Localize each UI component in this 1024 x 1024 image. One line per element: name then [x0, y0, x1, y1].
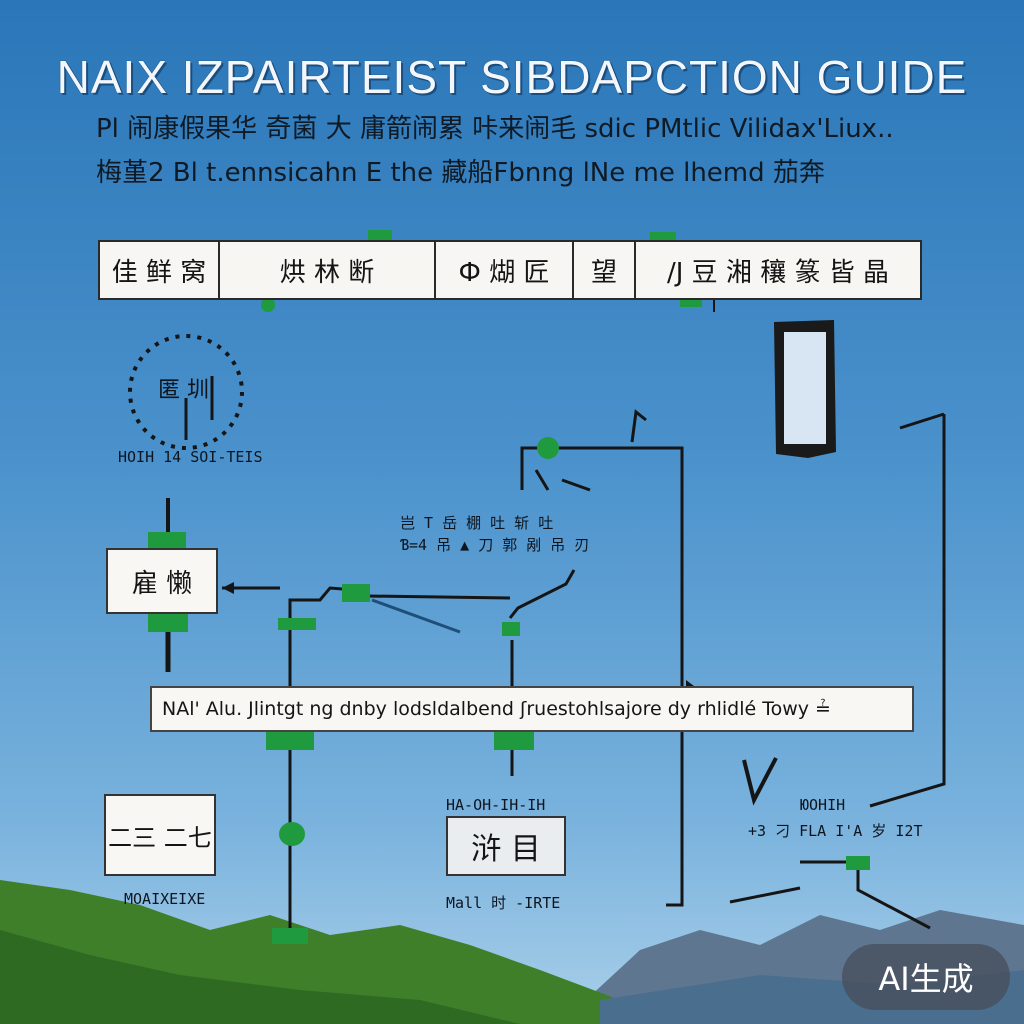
ring-caption: HOIH 14 SOI-TEIS [118, 448, 263, 466]
bottom-mid-box: 浒 目 [446, 816, 566, 876]
ring-glyph: 匿 圳 [158, 378, 209, 403]
subtitle-line-1: Pl 闹康假果华 奇菌 大 庸箭闹累 咔来闹毛 sdic PMtlic Vili… [96, 114, 894, 144]
green-node-icon [537, 437, 559, 459]
header-bar: 佳 鲜 窝 烘 林 断 Ф 煳 匠 望 /J 豆 湘 穰 篆 皆 晶 [98, 240, 922, 300]
left-node-box: 雇 懒 [106, 548, 218, 614]
header-cell: 佳 鲜 窝 [100, 242, 220, 298]
bottom-left-box: 二三 二七 [104, 794, 216, 876]
header-cell: 烘 林 断 [220, 242, 436, 298]
green-node-icon [261, 298, 275, 312]
poster-title: NAIX IZPAIRTEIST SIBDAPCTION GUIDE [56, 51, 968, 103]
note-bar: NAl' Alu. Jlintgt ng dnby lodsldalbend ʃ… [150, 686, 914, 732]
bottom-right-line: +3 刁 FLA I'A 岁 I2T [748, 822, 923, 840]
ai-generated-badge: AI生成 [842, 944, 1010, 1010]
green-node-icon [650, 232, 676, 242]
circular-ring-icon [128, 334, 244, 450]
green-node-icon [680, 297, 702, 307]
header-cell: 望 [574, 242, 636, 298]
mid-label-1: 岂 Т 岳 棚 吐 斩 吐 [400, 514, 554, 532]
header-cell: /J 豆 湘 穰 篆 皆 晶 [666, 257, 890, 288]
green-node-icon [266, 732, 314, 750]
green-node-icon [272, 928, 308, 944]
green-node-icon [494, 732, 534, 750]
green-node-icon [846, 856, 870, 870]
phone-frame-icon [774, 320, 836, 458]
bottom-mid-caption: Mall 时 -IRTE [446, 894, 561, 912]
arrow-icon [742, 757, 778, 806]
green-node-icon [279, 822, 305, 846]
arrow-icon [222, 582, 234, 594]
bottom-mid-top: HA-OH-IH-IH [446, 796, 546, 814]
subtitle-line-2: 梅堇2 Bl t.ennsicahn E the 藏船Fbnng lNe me … [96, 158, 825, 188]
green-node-icon [278, 618, 316, 630]
header-cell: Ф 煳 匠 [436, 242, 574, 298]
connector-lines [288, 409, 946, 930]
mid-label-2: Ɓ=4 吊 ▲ 刀 郭 剐 吊 刃 [400, 536, 590, 554]
green-node-icon [502, 622, 520, 636]
green-node-icon [342, 584, 370, 602]
bottom-right-top: ЮOHIH [800, 796, 846, 814]
bottom-left-caption: MOAIXEIXE [124, 890, 206, 908]
green-node-icon [368, 230, 392, 242]
